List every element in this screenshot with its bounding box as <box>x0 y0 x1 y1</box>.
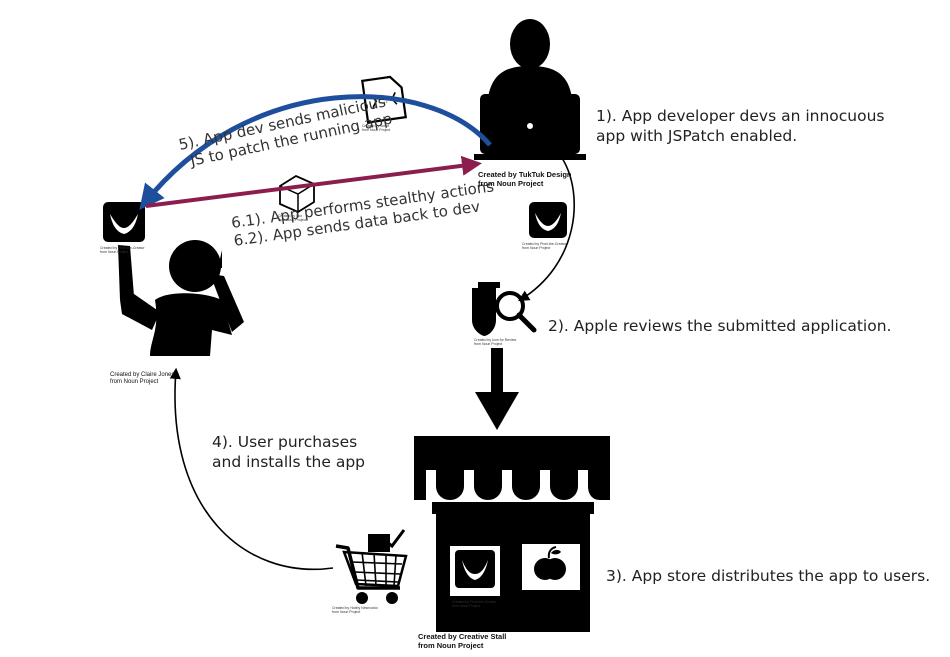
app-icon-credit-line1: Created by Pixel-the-Creator <box>100 246 145 250</box>
cart-credit-line1: Created by Hobby Nesmonko <box>332 606 378 610</box>
review-app-credit: Created by Pixel-the-Creator from Noun P… <box>522 242 567 250</box>
app-icon-credit: Created by Pixel-the-Creator from Noun P… <box>100 246 145 254</box>
review-credit-line1: Created by Icon for Review <box>474 338 517 342</box>
step1-line1: 1). App developer devs an innocuous <box>596 107 885 125</box>
cart-icon <box>335 529 408 604</box>
cart-to-user-arrow <box>169 367 334 571</box>
store-credit: Created by Creative Stall from Noun Proj… <box>418 632 506 650</box>
review-credit-line2: from Noun Project <box>474 342 503 346</box>
step1-label: 1). App developer devs an innocuous app … <box>596 106 884 146</box>
script-credit-line2: from Noun Project <box>362 128 391 132</box>
review-app-credit-line2: from Noun Project <box>522 246 551 250</box>
svg-text:...: ... <box>380 96 389 106</box>
dev-to-review-arrow <box>518 157 576 302</box>
store-credit-line2: from Noun Project <box>418 641 484 650</box>
step4-line2: and installs the app <box>212 453 366 471</box>
step6-label: 6.1). App performs stealthy actions 6.2)… <box>230 177 495 250</box>
cart-credit: Created by Hobby Nesmonko from Noun Proj… <box>332 606 378 614</box>
review-credit: Created by Icon for Review from Noun Pro… <box>474 338 516 346</box>
cart-credit-line2: from Noun Project <box>332 610 361 614</box>
store-icon <box>414 436 610 632</box>
user-credit-line2: from Noun Project <box>110 379 159 385</box>
store-app-credit-line2: from Noun Project <box>452 604 481 608</box>
step3-label: 3). App store distributes the app to use… <box>606 567 931 585</box>
apple-icon <box>534 546 566 580</box>
review-app-credit-line1: Created by Pixel-the-Creator <box>522 242 567 246</box>
step1-line2: app with JSPatch enabled. <box>596 127 798 145</box>
step2-label: 2). Apple reviews the submitted applicat… <box>548 317 892 335</box>
developer-credit-line2: from Noun Project <box>478 179 544 188</box>
user-icon <box>118 240 244 356</box>
script-credit: Created by Script from Noun Project <box>362 124 390 132</box>
script-credit-line1: Created by Script <box>362 124 390 128</box>
user-credit: Created by Claire Jones from Noun Projec… <box>110 372 174 386</box>
review-app-icon <box>529 202 567 238</box>
store-credit-line1: Created by Creative Stall <box>418 632 507 641</box>
box-credit-line2: from Noun Project <box>278 218 307 222</box>
stealthy-data-arrow <box>145 155 482 208</box>
developer-icon <box>488 19 572 98</box>
app-icon <box>103 202 145 242</box>
developer-credit-line1: Created by TukTuk Design <box>478 170 572 179</box>
box-credit-line1: Created by Box <box>278 214 303 218</box>
app-icon-credit-line2: from Noun Project <box>100 250 129 254</box>
developer-credit: Created by TukTuk Design from Noun Proje… <box>478 170 572 188</box>
step4-line1: 4). User purchases <box>212 433 358 451</box>
malicious-js-arrow <box>139 94 492 210</box>
store-app-credit-line1: Created by Pixel-the-Creator <box>452 600 497 604</box>
review-to-store-arrow <box>475 348 519 430</box>
user-credit-line1: Created by Claire Jones <box>110 372 175 378</box>
store-app-credit: Created by Pixel-the-Creator from Noun P… <box>452 600 497 608</box>
step4-label: 4). User purchases and installs the app <box>212 432 365 472</box>
review-icon <box>472 282 537 336</box>
laptop-icon <box>474 94 586 160</box>
box-credit: Created by Box from Noun Project <box>278 214 306 222</box>
